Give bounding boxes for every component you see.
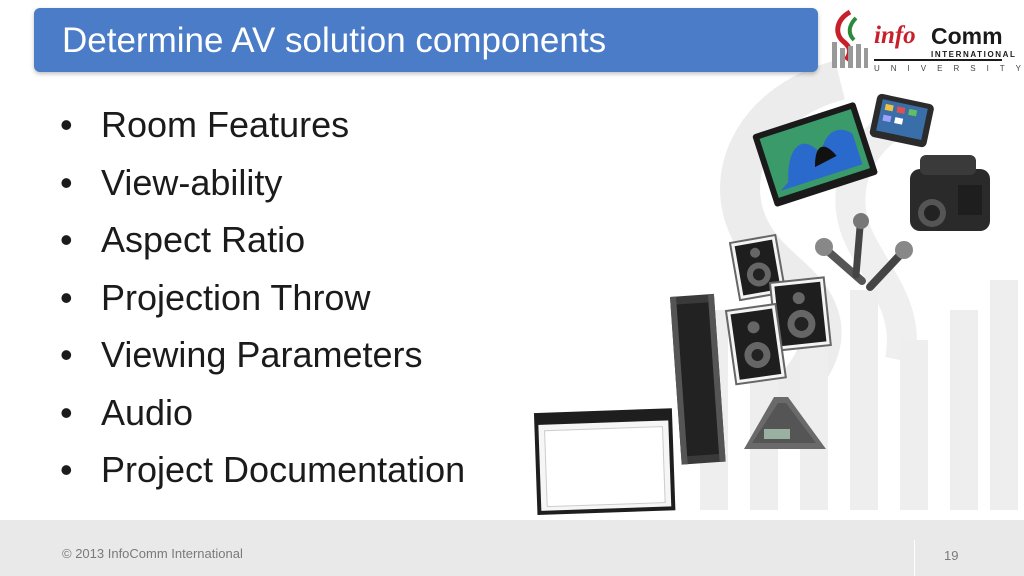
logo-watermark — [700, 60, 1018, 510]
conference-phone-icon — [744, 397, 826, 449]
touch-panel-icon — [869, 93, 934, 148]
projector-icon — [910, 155, 990, 231]
footer-bar: © 2013 InfoComm International 19 — [0, 520, 1024, 576]
logo-international-text: INTERNATIONAL — [931, 50, 1017, 59]
logo-university-text: UNIVERSITY — [874, 64, 1024, 73]
copyright-text: © 2013 InfoComm International — [62, 546, 243, 561]
footer-divider — [914, 540, 915, 576]
bullet-item: •Viewing Parameters — [60, 334, 423, 375]
slide-title: Determine AV solution components — [62, 21, 607, 60]
bullet-item: •View-ability — [60, 161, 283, 203]
bullet-list: •Room Features •View-ability •Aspect Rat… — [60, 96, 465, 499]
projection-screen-icon — [533, 408, 676, 516]
speaker-icon — [724, 302, 787, 386]
av-equipment-illustration — [533, 93, 990, 516]
logo-comm-text: Comm — [931, 23, 1003, 49]
infocomm-emblem-icon — [832, 9, 868, 68]
logo-info-text: info — [874, 22, 916, 49]
bullet-item: •Room Features — [60, 104, 350, 145]
bullet-item: •Audio — [60, 391, 194, 433]
bullet-item: •Project Documentation — [60, 449, 466, 490]
title-bar: Determine AV solution components — [34, 8, 818, 72]
page-number: 19 — [944, 548, 959, 563]
speaker-icon — [768, 276, 832, 352]
logo-divider — [874, 59, 1002, 61]
bullet-item: •Aspect Ratio — [60, 219, 306, 260]
equipment-rack-icon — [670, 293, 726, 465]
bullet-item: •Projection Throw — [60, 276, 371, 318]
flat-panel-display-icon — [752, 102, 878, 207]
infocomm-logo: info Comm INTERNATIONAL UNIVERSITY — [828, 6, 1021, 76]
microphone-icon — [815, 213, 913, 291]
